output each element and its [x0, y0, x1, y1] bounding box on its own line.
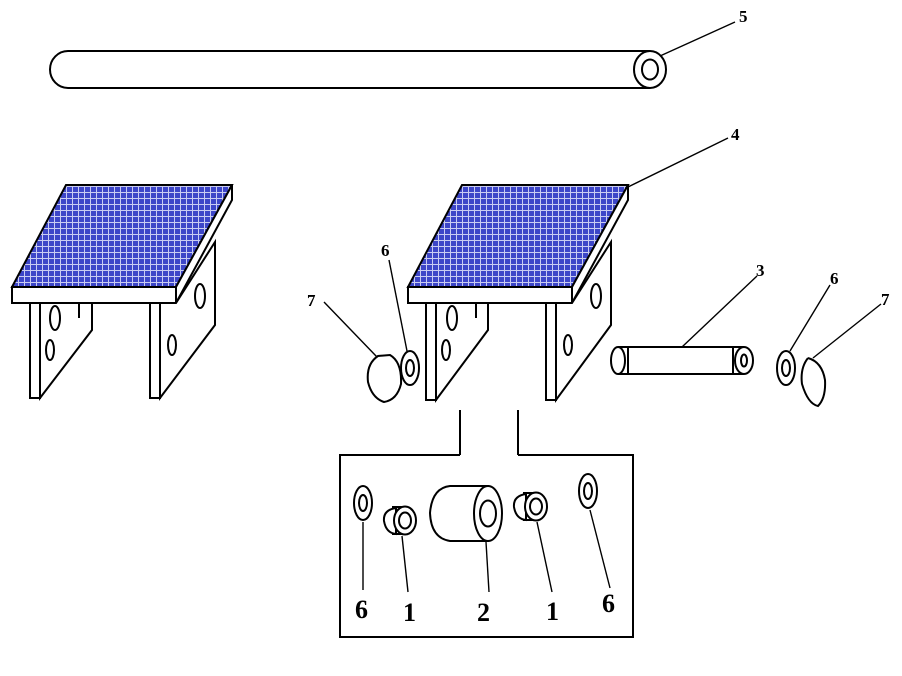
detail-callout-2: 2	[477, 598, 490, 627]
leader-line-6-left	[388, 259, 408, 352]
detail-washer-left	[353, 485, 373, 521]
detail-washer-right	[578, 473, 598, 509]
middle-panel-assembly	[406, 184, 630, 404]
leader-line-4	[627, 137, 729, 188]
callout-5: 5	[739, 7, 748, 26]
leader-line-7-left	[323, 301, 378, 358]
detail-box: 6 1 2 1 6	[339, 454, 634, 638]
detail-callout-6-left: 6	[355, 595, 368, 624]
detail-bushing-right	[512, 491, 548, 522]
leader-line-7-right	[812, 303, 882, 359]
callout-6-left: 6	[381, 241, 390, 260]
detail-callout-1-right: 1	[546, 597, 559, 626]
left-panel-assembly	[10, 184, 234, 401]
callout-6-right: 6	[830, 269, 839, 288]
right-end-cap-part-7	[800, 357, 827, 408]
detail-callout-1-left: 1	[403, 598, 416, 627]
pin-part-3	[610, 346, 754, 375]
left-end-cap-part-7	[366, 353, 403, 404]
callout-7-right: 7	[881, 290, 890, 309]
right-washer-part-6	[776, 350, 796, 386]
leader-line-6-right	[789, 284, 831, 352]
callout-4: 4	[731, 125, 740, 144]
detail-bushing-left	[382, 505, 417, 536]
callout-7-left: 7	[307, 291, 316, 310]
leader-line-5	[659, 21, 736, 57]
detail-sleeve	[428, 485, 503, 542]
detail-callout-6-right: 6	[602, 589, 615, 618]
left-washer-part-6	[400, 350, 420, 386]
callout-3: 3	[756, 261, 765, 280]
rod-part-5	[49, 50, 667, 89]
leader-line-3	[681, 275, 758, 348]
